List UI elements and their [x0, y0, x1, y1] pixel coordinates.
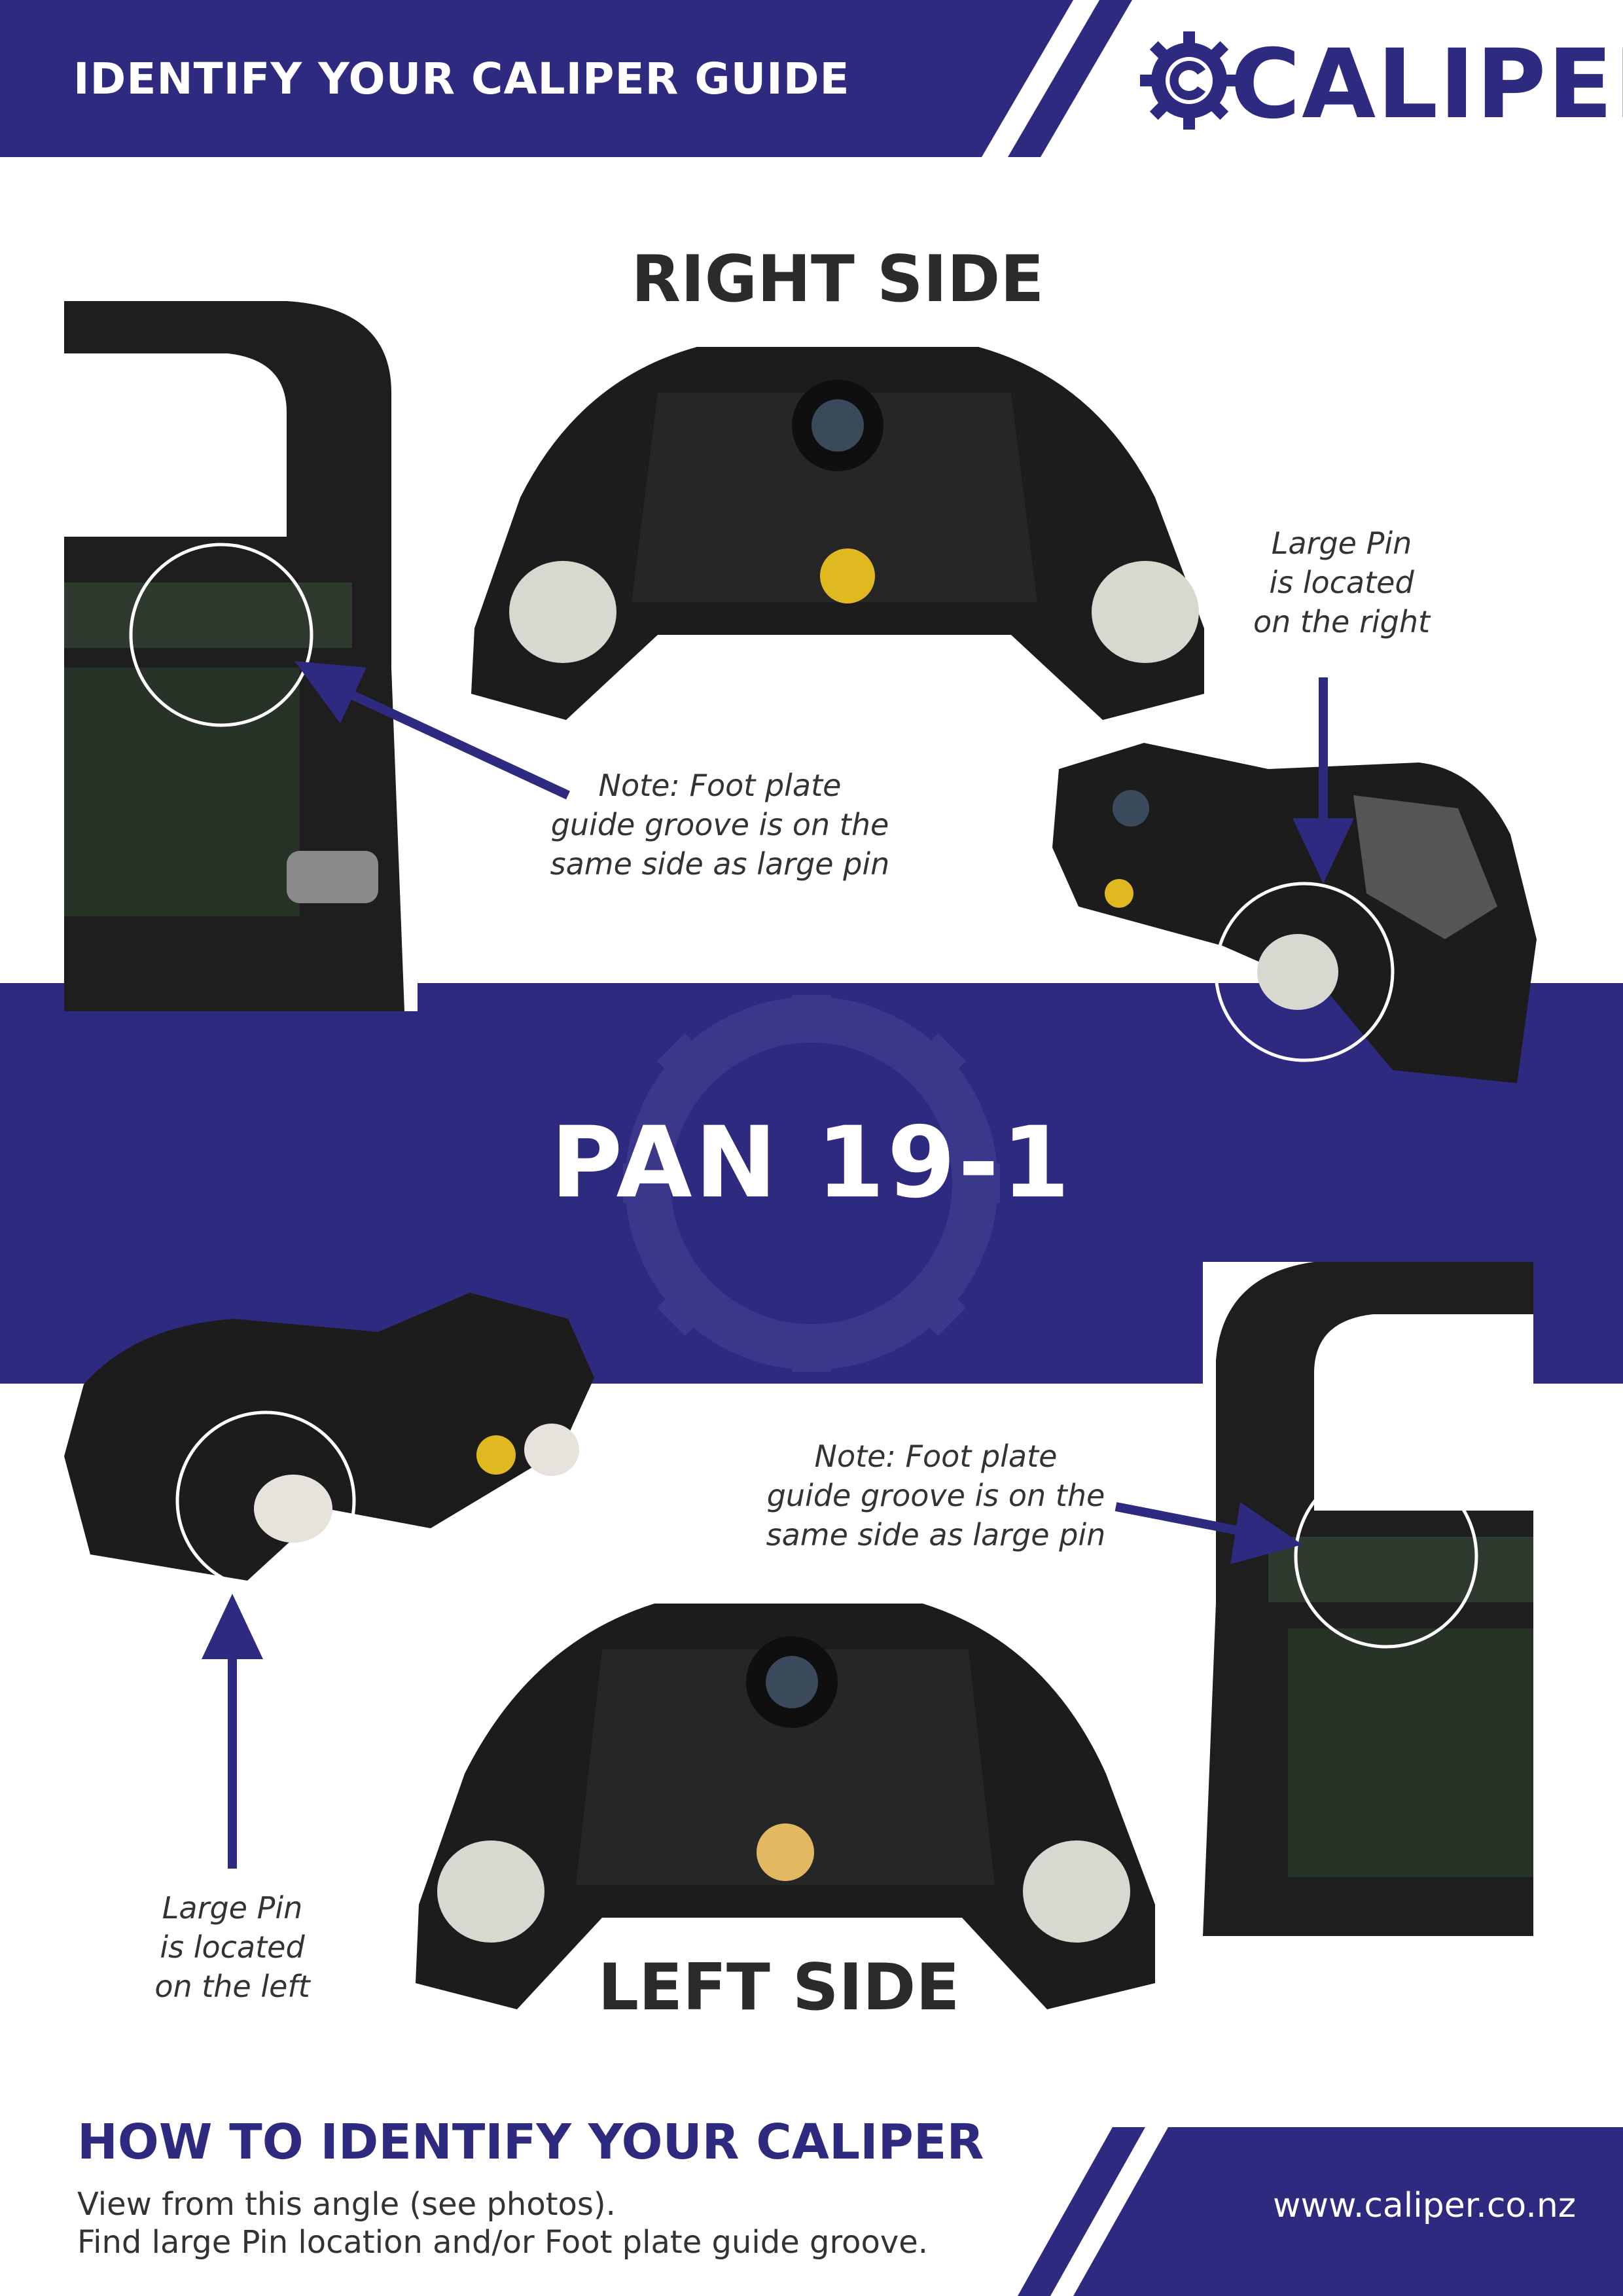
header-stripe — [1008, 0, 1132, 157]
photo-right-groove-detail — [64, 301, 418, 1011]
footer-stripe — [1018, 2127, 1145, 2296]
photo-left-caliper-angle — [64, 1293, 594, 1591]
footer-heading: HOW TO IDENTIFY YOUR CALIPER — [77, 2114, 984, 2170]
footer-step-1: View from this angle (see photos). — [77, 2186, 616, 2223]
model-name: PAN 19-1 — [550, 1106, 1073, 1220]
photo-left-caliper-front — [416, 1604, 1155, 2009]
photo-right-caliper-front — [471, 347, 1204, 720]
gear-c-icon — [1140, 31, 1238, 130]
logo[interactable] — [1140, 31, 1238, 132]
left-groove-note: Note: Foot plate guide groove is on the … — [766, 1439, 1106, 1552]
header-title: IDENTIFY YOUR CALIPER GUIDE — [73, 54, 850, 104]
gear-watermark-icon — [623, 995, 1000, 1372]
left-pin-note: Large Pin is located on the left — [154, 1890, 310, 2004]
header-band — [0, 0, 1073, 157]
logo-text: CALIPER — [1230, 29, 1623, 140]
footer-band — [1073, 2127, 1623, 2296]
right-groove-note: Note: Foot plate guide groove is on the … — [550, 768, 890, 882]
footer-step-2: Find large Pin location and/or Foot plat… — [77, 2224, 929, 2261]
website-link[interactable]: www.caliper.co.nz — [1273, 2186, 1577, 2225]
left-side-heading: LEFT SIDE — [597, 1950, 960, 2025]
right-side-heading: RIGHT SIDE — [631, 242, 1044, 317]
photo-right-caliper-angle — [1052, 743, 1537, 1083]
right-pin-note: Large Pin is located on the right — [1253, 526, 1431, 639]
photo-left-groove-detail — [1203, 1262, 1533, 1936]
